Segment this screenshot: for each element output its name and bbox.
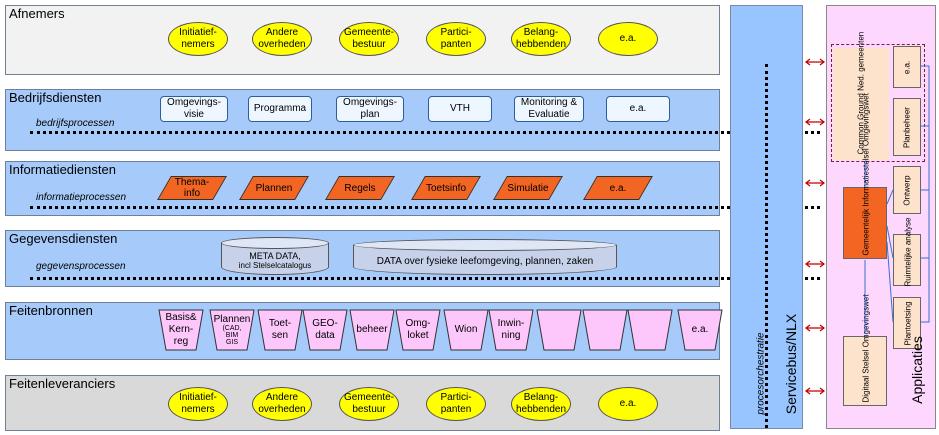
service-omgevingsplan: Omgevings- plan: [336, 96, 404, 122]
source-empty-1: [536, 309, 582, 351]
service-monitoring-evaluatie: Monitoring & Evaluatie: [514, 96, 584, 122]
process-label: informatieprocessen: [36, 192, 127, 203]
bidirectional-arrow-5: [805, 324, 825, 332]
service-programma: Programma: [248, 96, 312, 122]
servicebus-panel: procesorchestratie Servicebus/NLX: [730, 5, 803, 429]
info-toetsinfo: Toetsinfo: [411, 176, 481, 200]
app-planbeheer: Planbeheer: [893, 98, 921, 156]
info-regels: Regels: [325, 176, 395, 200]
bidirectional-arrow-3: [805, 179, 825, 187]
source-inwinning: Inwin- ning: [488, 309, 534, 351]
source-geo-data: GEO- data: [302, 309, 348, 351]
service-ea: e.a.: [606, 96, 670, 122]
servicebus-title: Servicebus/NLX: [783, 313, 799, 415]
source-plannen: Plannen(CAD, BIM GIS: [209, 309, 255, 351]
app-gemeentelijk-informatiestelsel: Gemeentelijk Informatiestelsel Omgevings…: [843, 93, 887, 259]
layer-title: Gegevensdiensten: [9, 231, 118, 246]
app-ea: e.a.: [893, 46, 921, 88]
oval-andere-overheden: Andere overheden: [252, 22, 312, 56]
layer-afnemers: Afnemers Initiatief- nemers Andere overh…: [5, 5, 720, 75]
process-label: gegevensprocessen: [36, 261, 126, 272]
info-themainfo: Thema- info: [157, 176, 227, 200]
oval-ea: e.a.: [598, 387, 658, 421]
oval-initiatiefnemers: Initiatief- nemers: [168, 387, 228, 421]
process-line-gegevens: [30, 277, 820, 280]
info-plannen: Plannen: [239, 176, 309, 200]
app-ontwerp: Ontwerp: [893, 166, 921, 214]
source-omgloket: Omg- loket: [395, 309, 441, 351]
data-cylinder: DATA over fysieke leefomgeving, plannen,…: [353, 239, 617, 275]
service-vth: VTH: [428, 96, 492, 122]
metadata-cylinder: META DATA, incl Stelselcatalogus: [221, 237, 329, 275]
info-ea: e.a.: [583, 176, 653, 200]
oval-ea: e.a.: [598, 22, 658, 56]
process-label: bedrijfsprocessen: [36, 118, 115, 129]
oval-participanten: Partici- panten: [426, 387, 486, 421]
app-digitaal-stelsel: Digitaal Stelsel Omgevingswet: [843, 294, 887, 406]
service-omgevingsvisie: Omgevings- visie: [160, 96, 228, 122]
process-line-informatie: [30, 206, 820, 209]
info-simulatie: Simulatie: [493, 176, 563, 200]
common-ground-frame: [831, 44, 925, 162]
plannen-sublabel: (CAD, BIM GIS: [222, 324, 242, 346]
oval-andere-overheden: Andere overheden: [252, 387, 312, 421]
layer-title: Feitenbronnen: [9, 303, 93, 318]
oval-belanghebbenden: Belang- hebbenden: [511, 387, 571, 421]
common-ground-box: Common Ground Ned. gemeenten: [833, 32, 889, 160]
applications-panel: Common Ground Ned. gemeenten e.a. Planbe…: [826, 5, 936, 429]
layer-title: Bedrijfsdiensten: [9, 90, 102, 105]
source-wion: Wion: [443, 309, 489, 351]
layer-bedrijfsdiensten: Bedrijfsdiensten Omgevings- visie Progra…: [5, 89, 720, 151]
source-toetsen: Toet- sen: [257, 309, 303, 351]
app-ruimtelijke-analyse: Ruimtelijke analyse: [893, 218, 921, 287]
app-plantoetsing: Plantoetsing: [893, 297, 921, 349]
source-ea: e.a.: [677, 309, 723, 351]
oval-gemeentebestuur: Gemeente- bestuur: [339, 22, 399, 56]
layer-gegevensdiensten: Gegevensdiensten META DATA, incl Stelsel…: [5, 230, 720, 287]
source-empty-2: [582, 309, 628, 351]
oval-gemeentebestuur: Gemeente- bestuur: [339, 387, 399, 421]
applications-title: Applicaties: [909, 336, 925, 404]
internal-connectors: [864, 65, 930, 334]
layer-title: Informatiediensten: [9, 162, 116, 177]
orchestration-line: [765, 64, 768, 428]
bidirectional-arrow-4: [805, 260, 825, 268]
source-basis-kernreg: Basis& Kern- reg: [158, 309, 204, 351]
metadata-label: META DATA,: [249, 250, 301, 261]
source-beheer: beheer: [349, 309, 395, 351]
oval-initiatiefnemers: Initiatief- nemers: [168, 22, 228, 56]
layer-title: Feitenleveranciers: [9, 376, 116, 391]
process-line-bedrijf: [30, 131, 820, 134]
source-empty-3: [627, 309, 673, 351]
bidirectional-arrow-1: [805, 58, 825, 66]
bidirectional-arrow-2: [805, 118, 825, 126]
layer-feitenleveranciers: Feitenleveranciers Initiatief- nemers An…: [5, 375, 720, 431]
metadata-sublabel: incl Stelselcatalogus: [238, 260, 312, 270]
process-orchestration-label: procesorchestratie: [755, 332, 767, 415]
layer-title: Afnemers: [9, 6, 65, 21]
oval-participanten: Partici- panten: [426, 22, 486, 56]
bidirectional-arrow-6: [805, 387, 825, 395]
oval-belanghebbenden: Belang- hebbenden: [511, 22, 571, 56]
